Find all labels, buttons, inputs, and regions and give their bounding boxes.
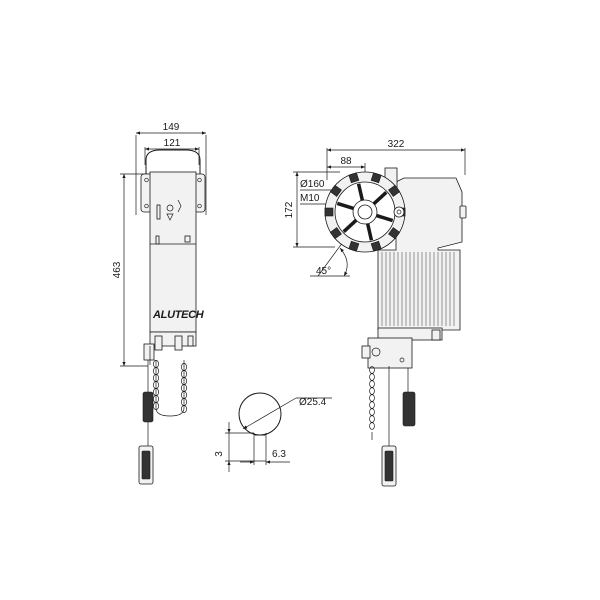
chain-right	[369, 366, 375, 440]
motor-fins	[381, 252, 455, 326]
dim-height-172: 172	[284, 201, 295, 218]
pull-handle-upper	[142, 391, 154, 423]
dim-width-inner: 121	[164, 138, 181, 149]
front-view: 149 121 463 ALUTECH	[112, 122, 207, 485]
flange-sprocket	[324, 171, 406, 253]
dim-angle: 45°	[316, 266, 331, 277]
chain-left	[153, 360, 187, 417]
dim-height-total: 463	[112, 261, 123, 278]
dim-offset: 88	[340, 156, 352, 167]
dim-flange-diameter: Ø160	[300, 179, 325, 190]
shaft-detail: Ø25.4 3 6.3	[214, 392, 332, 472]
side-view: 322 88 172 Ø160 M10 45°	[284, 139, 467, 487]
brand-label: ALUTECH	[152, 309, 205, 321]
dim-width-outer: 149	[163, 122, 180, 133]
dim-length-total: 322	[388, 139, 405, 150]
dim-key-width: 6.3	[272, 449, 286, 460]
dim-key-height: 3	[214, 451, 225, 457]
dim-shaft-diameter: Ø25.4	[299, 397, 327, 408]
dim-bolt-thread: M10	[300, 193, 320, 204]
pull-handle-right-upper	[402, 391, 416, 427]
